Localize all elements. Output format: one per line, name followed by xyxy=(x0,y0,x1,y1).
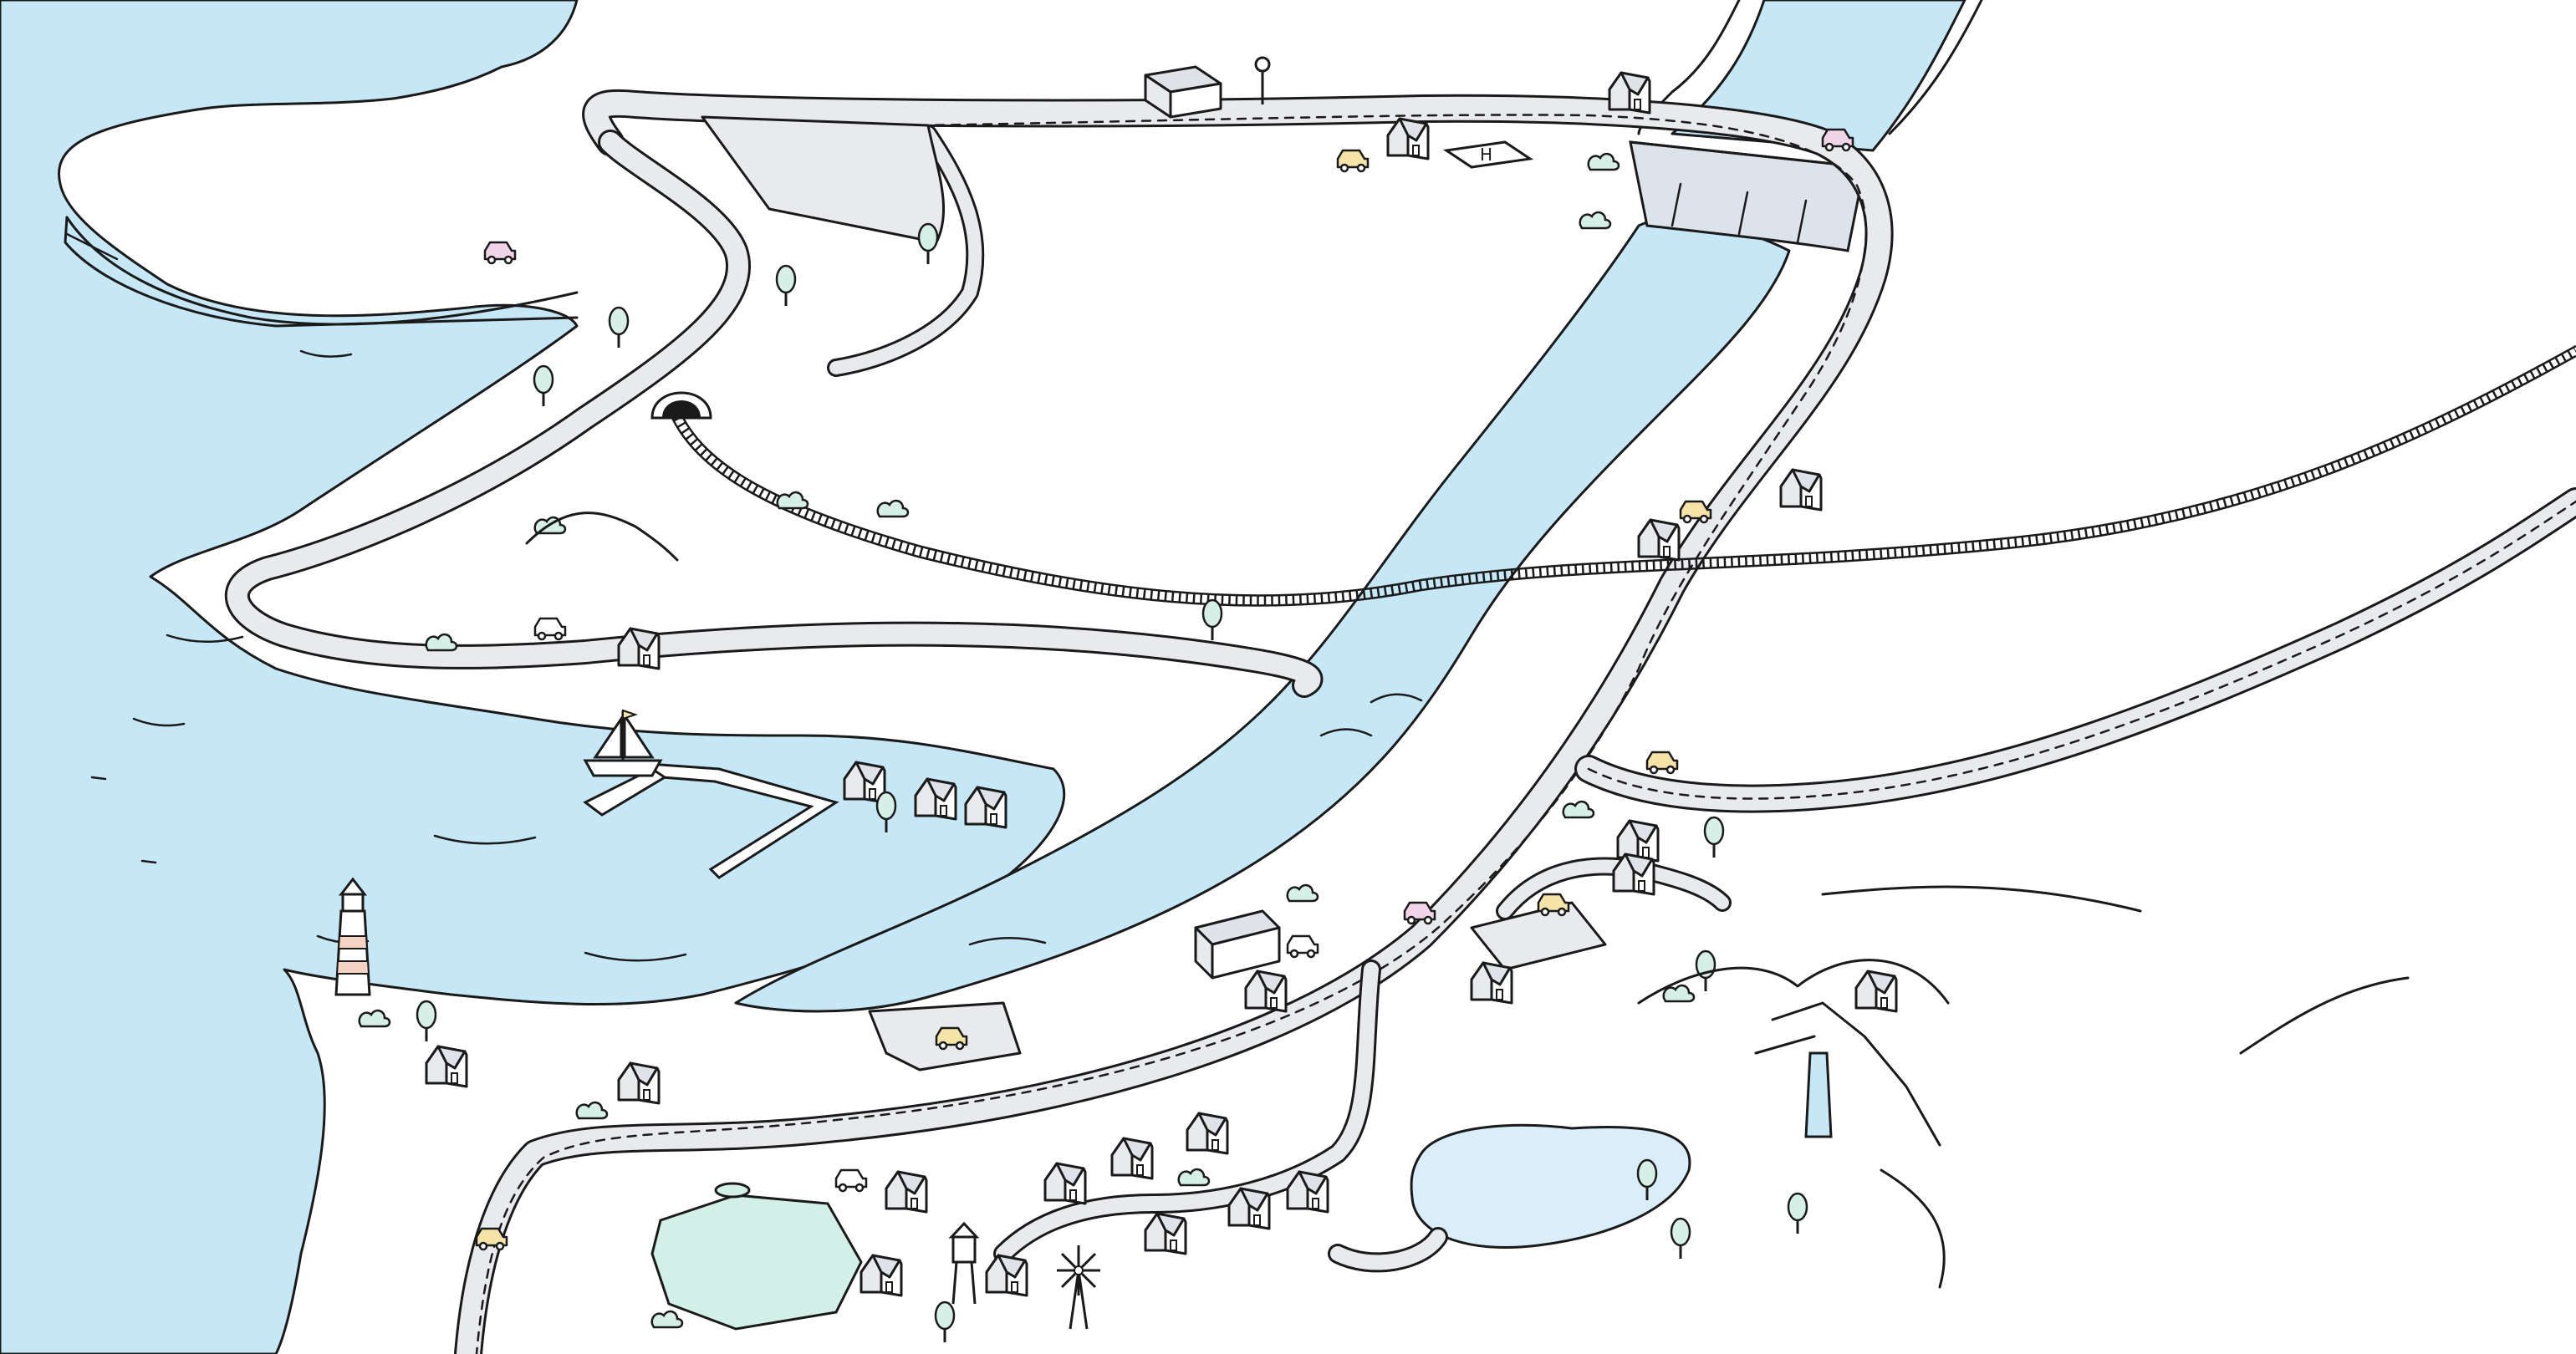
sailboat-icon xyxy=(583,709,663,777)
car-icon xyxy=(1679,500,1712,524)
car-icon xyxy=(1537,893,1570,917)
car-icon xyxy=(1403,901,1436,925)
car-icon xyxy=(533,617,567,641)
car-icon xyxy=(483,241,517,265)
pool-icon xyxy=(650,1182,863,1331)
dam xyxy=(1629,140,1866,252)
railway-icon xyxy=(671,344,2576,607)
gas-station-icon xyxy=(1194,909,1281,980)
roads xyxy=(224,89,2576,1354)
sea xyxy=(0,0,1065,1354)
car-icon xyxy=(1645,751,1679,775)
lake xyxy=(1410,1123,1691,1249)
lighthouse-icon xyxy=(334,877,371,996)
parking-lots xyxy=(701,115,1607,1071)
water-tower-icon xyxy=(948,1221,980,1305)
helipad-icon: H xyxy=(1442,140,1534,169)
hills xyxy=(525,512,2410,1289)
car-icon xyxy=(834,1168,868,1193)
car-icon xyxy=(1286,934,1319,959)
waterfall-icon xyxy=(1754,1001,1941,1147)
buildings-top xyxy=(1144,56,1271,119)
windmill-icon xyxy=(1057,1245,1100,1330)
tunnel-icon xyxy=(650,391,712,420)
river xyxy=(734,217,1791,1013)
svg-text:H: H xyxy=(1480,145,1492,165)
car-icon xyxy=(1336,149,1370,173)
